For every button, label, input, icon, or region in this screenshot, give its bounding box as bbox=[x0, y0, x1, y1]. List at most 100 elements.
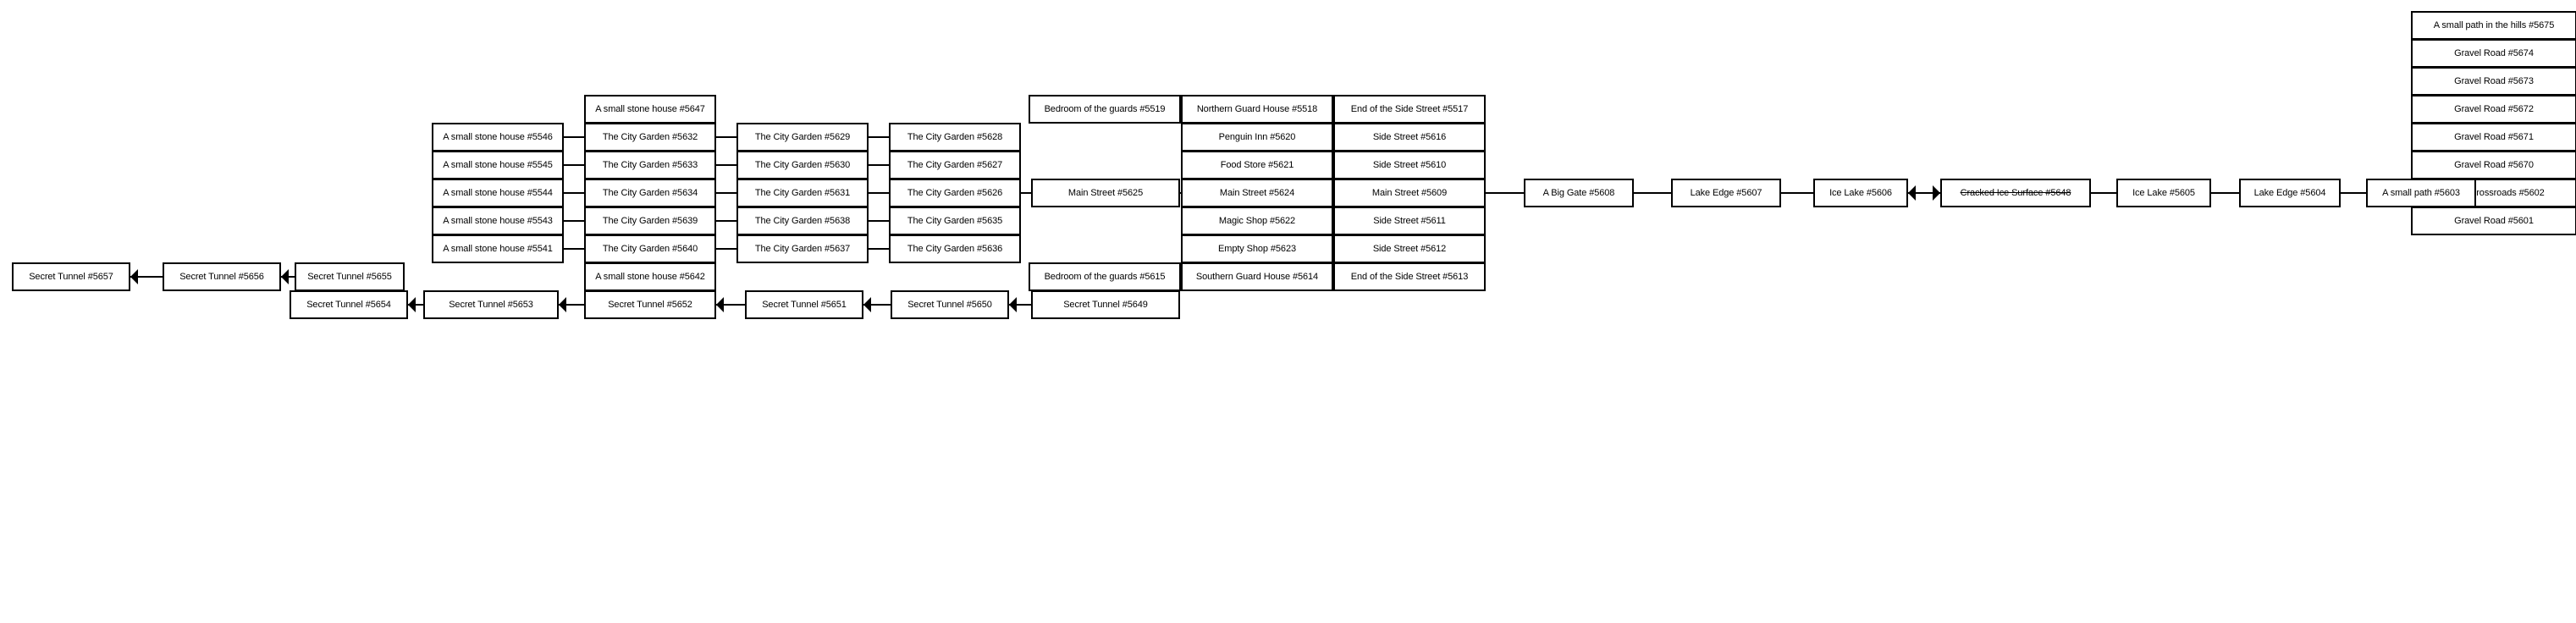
room-node-label: Secret Tunnel #5655 bbox=[307, 271, 392, 282]
room-node-label: The City Garden #5631 bbox=[754, 187, 851, 198]
room-node-label: Main Street #5609 bbox=[1371, 187, 1448, 198]
room-node-5541[interactable]: A small stone house #5541 bbox=[432, 234, 564, 263]
room-node-label: Side Street #5612 bbox=[1372, 243, 1447, 254]
room-node-label: A small stone house #5546 bbox=[443, 131, 553, 142]
room-node-5615[interactable]: Bedroom of the guards #5615 bbox=[1029, 262, 1181, 291]
room-node-5601[interactable]: Gravel Road #5601 bbox=[2411, 207, 2576, 235]
arrowhead-icon bbox=[130, 269, 138, 284]
room-node-5517[interactable]: End of the Side Street #5517 bbox=[1333, 95, 1486, 124]
room-node-5544[interactable]: A small stone house #5544 bbox=[432, 179, 564, 207]
room-node-5610[interactable]: Side Street #5610 bbox=[1333, 151, 1486, 179]
room-node-label: Cracked Ice Surface #5648 bbox=[1960, 187, 2071, 198]
room-node-label: Food Store #5621 bbox=[1220, 159, 1294, 170]
room-node-5640[interactable]: The City Garden #5640 bbox=[584, 234, 716, 263]
room-node-label: Main Street #5624 bbox=[1219, 187, 1295, 198]
room-node-5656[interactable]: Secret Tunnel #5656 bbox=[163, 262, 281, 291]
room-node-5647[interactable]: A small stone house #5647 bbox=[584, 95, 716, 124]
room-node-5545[interactable]: A small stone house #5545 bbox=[432, 151, 564, 179]
room-node-5650[interactable]: Secret Tunnel #5650 bbox=[891, 290, 1009, 319]
room-node-5655[interactable]: Secret Tunnel #5655 bbox=[295, 262, 405, 291]
room-node-label: A small stone house #5647 bbox=[595, 103, 705, 114]
room-node-label: Gravel Road #5673 bbox=[2454, 75, 2534, 86]
room-node-label: End of the Side Street #5517 bbox=[1350, 103, 1469, 114]
room-node-5622[interactable]: Magic Shop #5622 bbox=[1181, 207, 1333, 235]
room-node-5616[interactable]: Side Street #5616 bbox=[1333, 123, 1486, 152]
room-node-5642[interactable]: A small stone house #5642 bbox=[584, 262, 716, 291]
room-node-5632[interactable]: The City Garden #5632 bbox=[584, 123, 716, 152]
room-node-label: A small stone house #5545 bbox=[443, 159, 553, 170]
room-node-5620[interactable]: Penguin Inn #5620 bbox=[1181, 123, 1333, 152]
room-node-label: Secret Tunnel #5654 bbox=[306, 299, 391, 310]
room-node-5649[interactable]: Secret Tunnel #5649 bbox=[1031, 290, 1180, 319]
room-node-label: Secret Tunnel #5651 bbox=[762, 299, 847, 310]
room-node-5625[interactable]: Main Street #5625 bbox=[1031, 179, 1180, 207]
room-node-label: End of the Side Street #5613 bbox=[1350, 271, 1469, 282]
room-node-5651[interactable]: Secret Tunnel #5651 bbox=[745, 290, 863, 319]
room-node-5626[interactable]: The City Garden #5626 bbox=[889, 179, 1021, 207]
room-node-5629[interactable]: The City Garden #5629 bbox=[736, 123, 869, 152]
room-node-5672[interactable]: Gravel Road #5672 bbox=[2411, 95, 2576, 124]
room-node-5653[interactable]: Secret Tunnel #5653 bbox=[423, 290, 559, 319]
room-node-5628[interactable]: The City Garden #5628 bbox=[889, 123, 1021, 152]
room-node-label: Lake Edge #5604 bbox=[2253, 187, 2326, 198]
room-node-label: The City Garden #5638 bbox=[754, 215, 851, 226]
room-node-5605[interactable]: Ice Lake #5605 bbox=[2116, 179, 2211, 207]
room-node-5636[interactable]: The City Garden #5636 bbox=[889, 234, 1021, 263]
room-node-5637[interactable]: The City Garden #5637 bbox=[736, 234, 869, 263]
room-node-5609[interactable]: Main Street #5609 bbox=[1333, 179, 1486, 207]
room-node-5612[interactable]: Side Street #5612 bbox=[1333, 234, 1486, 263]
room-node-5657[interactable]: Secret Tunnel #5657 bbox=[12, 262, 130, 291]
room-node-5519[interactable]: Bedroom of the guards #5519 bbox=[1029, 95, 1181, 124]
room-node-label: Side Street #5611 bbox=[1373, 215, 1446, 226]
room-node-5518[interactable]: Northern Guard House #5518 bbox=[1181, 95, 1333, 124]
room-node-5648[interactable]: Cracked Ice Surface #5648 bbox=[1940, 179, 2091, 207]
room-node-5654[interactable]: Secret Tunnel #5654 bbox=[290, 290, 408, 319]
room-node-5608[interactable]: A Big Gate #5608 bbox=[1524, 179, 1634, 207]
room-node-label: The City Garden #5629 bbox=[754, 131, 851, 142]
arrowhead-icon bbox=[408, 297, 416, 312]
room-node-5652[interactable]: Secret Tunnel #5652 bbox=[584, 290, 716, 319]
room-node-label: A Big Gate #5608 bbox=[1542, 187, 1615, 198]
room-node-5633[interactable]: The City Garden #5633 bbox=[584, 151, 716, 179]
room-node-5607[interactable]: Lake Edge #5607 bbox=[1671, 179, 1781, 207]
room-node-label: The City Garden #5634 bbox=[602, 187, 698, 198]
room-node-5634[interactable]: The City Garden #5634 bbox=[584, 179, 716, 207]
room-node-label: Empty Shop #5623 bbox=[1218, 243, 1296, 254]
arrowhead-icon bbox=[1933, 185, 1940, 201]
room-node-5613[interactable]: End of the Side Street #5613 bbox=[1333, 262, 1486, 291]
arrowhead-icon bbox=[1009, 297, 1017, 312]
room-node-5639[interactable]: The City Garden #5639 bbox=[584, 207, 716, 235]
room-node-5606[interactable]: Ice Lake #5606 bbox=[1813, 179, 1908, 207]
room-node-label: Gravel Road #5671 bbox=[2454, 131, 2534, 142]
room-node-label: Gravel Road #5672 bbox=[2454, 103, 2534, 114]
room-node-5635[interactable]: The City Garden #5635 bbox=[889, 207, 1021, 235]
room-node-label: The City Garden #5640 bbox=[602, 243, 698, 254]
room-node-5627[interactable]: The City Garden #5627 bbox=[889, 151, 1021, 179]
room-node-5638[interactable]: The City Garden #5638 bbox=[736, 207, 869, 235]
room-node-5621[interactable]: Food Store #5621 bbox=[1181, 151, 1333, 179]
room-node-5674[interactable]: Gravel Road #5674 bbox=[2411, 39, 2576, 68]
room-node-5670[interactable]: Gravel Road #5670 bbox=[2411, 151, 2576, 179]
room-node-5673[interactable]: Gravel Road #5673 bbox=[2411, 67, 2576, 96]
room-node-5631[interactable]: The City Garden #5631 bbox=[736, 179, 869, 207]
room-node-5624[interactable]: Main Street #5624 bbox=[1181, 179, 1333, 207]
room-node-5671[interactable]: Gravel Road #5671 bbox=[2411, 123, 2576, 152]
room-node-5543[interactable]: A small stone house #5543 bbox=[432, 207, 564, 235]
room-node-5630[interactable]: The City Garden #5630 bbox=[736, 151, 869, 179]
room-node-5623[interactable]: Empty Shop #5623 bbox=[1181, 234, 1333, 263]
room-node-5604[interactable]: Lake Edge #5604 bbox=[2239, 179, 2341, 207]
room-node-5546[interactable]: A small stone house #5546 bbox=[432, 123, 564, 152]
room-node-label: Side Street #5616 bbox=[1372, 131, 1447, 142]
room-node-label: A small stone house #5544 bbox=[443, 187, 553, 198]
room-node-5675[interactable]: A small path in the hills #5675 bbox=[2411, 11, 2576, 40]
room-node-label: A small stone house #5642 bbox=[595, 271, 705, 282]
room-node-label: The City Garden #5636 bbox=[907, 243, 1003, 254]
room-node-5603[interactable]: A small path #5603 bbox=[2366, 179, 2476, 207]
room-node-5611[interactable]: Side Street #5611 bbox=[1333, 207, 1486, 235]
room-node-label: Gravel Road #5670 bbox=[2454, 159, 2534, 170]
room-node-5614[interactable]: Southern Guard House #5614 bbox=[1181, 262, 1333, 291]
room-node-label: Secret Tunnel #5657 bbox=[29, 271, 113, 282]
room-node-label: Ice Lake #5605 bbox=[2132, 187, 2195, 198]
room-node-label: The City Garden #5627 bbox=[907, 159, 1003, 170]
